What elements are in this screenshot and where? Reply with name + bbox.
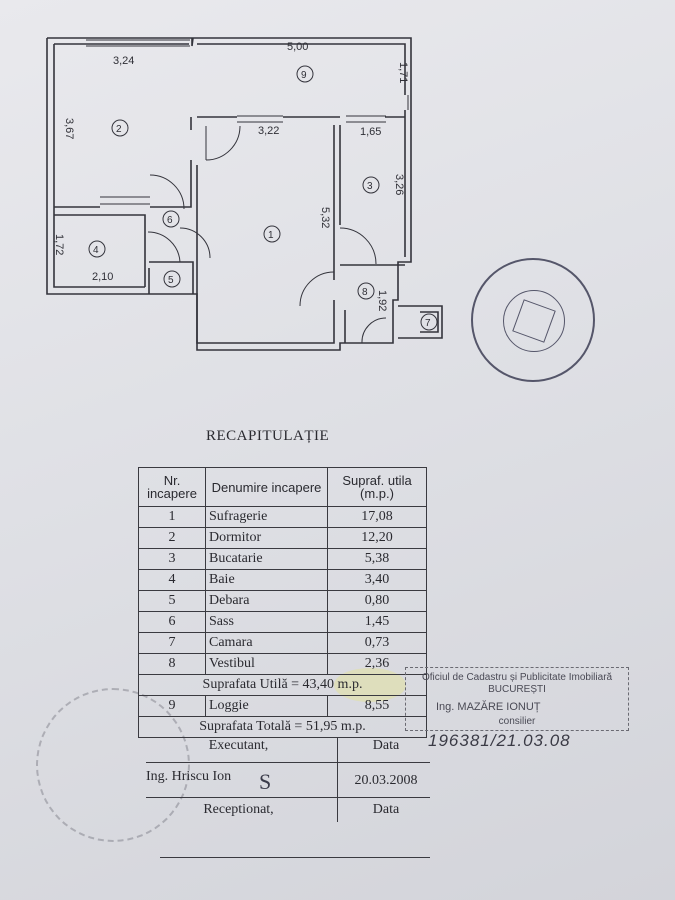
table-row: 8 Vestibul 2,36 <box>138 653 427 675</box>
loggia-nr: 9 <box>138 695 206 717</box>
document-title: RECAPITULAȚIE <box>206 428 330 444</box>
dim-room1-width: 3,22 <box>258 125 279 137</box>
dim-room4-width: 2,10 <box>92 271 113 283</box>
dim-room3-width: 1,65 <box>360 126 381 138</box>
useful-total: Suprafata Utilă = 43,40 m.p. <box>138 674 427 696</box>
row-area: 3,40 <box>327 569 427 591</box>
plan-outline <box>46 37 412 351</box>
recap-table: Nr. incapere Denumire incapere Supraf. u… <box>138 467 427 738</box>
room-number-9: 9 <box>301 70 307 81</box>
dim-room8-height: 1,92 <box>376 290 388 311</box>
row-name: Bucatarie <box>205 548 328 570</box>
table-row: 6 Sass 1,45 <box>138 611 427 633</box>
registration-number: 196381/21.03.08 <box>428 731 571 750</box>
header-nr: Nr. incapere <box>138 467 206 507</box>
dim-room2-width: 3,24 <box>113 55 134 67</box>
executant-label: Executant, <box>208 738 269 753</box>
stamp-role: consilier <box>498 716 536 727</box>
row-nr: 7 <box>138 632 206 654</box>
row-name: Camara <box>205 632 328 654</box>
room-number-7: 7 <box>425 318 431 329</box>
row-name: Vestibul <box>205 653 328 675</box>
room-number-5: 5 <box>168 275 174 286</box>
header-area: Supraf. utila (m.p.) <box>327 467 427 507</box>
row-area: 12,20 <box>327 527 427 549</box>
table-header-row: Nr. incapere Denumire incapere Supraf. u… <box>138 467 427 507</box>
useful-total-row: Suprafata Utilă = 43,40 m.p. <box>138 674 427 696</box>
floor-plan: 3,24 3,67 5,00 1,71 3,22 1,65 3,26 5,32 … <box>46 37 443 351</box>
receptionat-label: Receptionat, <box>203 802 274 817</box>
dim-room9-width: 5,00 <box>287 41 308 53</box>
room-number-2: 2 <box>116 124 122 135</box>
executant-row: Ing. Hriscu Ion 20.03.2008 <box>146 763 430 798</box>
table-row: 5 Debara 0,80 <box>138 590 427 612</box>
cadastre-stamp: Oficiul de Cadastru și Publicitate Imobi… <box>405 667 629 731</box>
room-number-6: 6 <box>167 215 173 226</box>
row-nr: 8 <box>138 653 206 675</box>
executant-header-row: Executant, Data <box>146 738 430 763</box>
row-area: 0,73 <box>327 632 427 654</box>
receptionat-row: Receptionat, Data <box>146 802 430 828</box>
dim-room9-height: 1,71 <box>397 62 409 83</box>
signature-divider <box>337 738 338 822</box>
executant-date: 20.03.2008 <box>354 773 418 788</box>
row-area: 5,38 <box>327 548 427 570</box>
header-name: Denumire incapere <box>205 467 328 507</box>
dim-room2-height: 3,67 <box>63 118 75 139</box>
date-label: Data <box>372 738 400 753</box>
loggia-name: Loggie <box>205 695 328 717</box>
dim-room3-height: 3,26 <box>393 174 405 195</box>
row-nr: 4 <box>138 569 206 591</box>
round-stamp-inner-ring <box>503 290 565 352</box>
room-number-3: 3 <box>367 181 373 192</box>
faint-stamp-seal <box>36 688 190 842</box>
row-nr: 1 <box>138 506 206 528</box>
room-number-1: 1 <box>268 230 274 241</box>
handwritten-signature: S <box>259 769 272 794</box>
dim-room1-height: 5,32 <box>319 207 331 228</box>
row-name: Baie <box>205 569 328 591</box>
room-number-8: 8 <box>362 287 368 298</box>
stamp-city: BUCUREȘTI <box>488 684 546 695</box>
round-stamp-seal <box>471 258 595 382</box>
row-nr: 2 <box>138 527 206 549</box>
row-name: Sass <box>205 611 328 633</box>
row-area: 1,45 <box>327 611 427 633</box>
grand-total: Suprafata Totală = 51,95 m.p. <box>138 716 427 738</box>
table-row: 7 Camara 0,73 <box>138 632 427 654</box>
dim-room4-height: 1,72 <box>53 234 65 255</box>
receptionat-date-label: Data <box>372 802 400 817</box>
row-area: 0,80 <box>327 590 427 612</box>
table-row: 1 Sufragerie 17,08 <box>138 506 427 528</box>
room-number-4: 4 <box>93 245 99 256</box>
bottom-rule <box>160 857 430 858</box>
row-nr: 6 <box>138 611 206 633</box>
executant-name: Ing. Hriscu Ion <box>146 769 232 784</box>
stamp-office: Oficiul de Cadastru și Publicitate Imobi… <box>422 672 613 683</box>
table-row: 3 Bucatarie 5,38 <box>138 548 427 570</box>
row-area: 2,36 <box>327 653 427 675</box>
row-nr: 5 <box>138 590 206 612</box>
row-name: Sufragerie <box>205 506 328 528</box>
grand-total-row: Suprafata Totală = 51,95 m.p. <box>138 716 427 738</box>
loggia-area: 8,55 <box>327 695 427 717</box>
table-row: 2 Dormitor 12,20 <box>138 527 427 549</box>
row-name: Debara <box>205 590 328 612</box>
stamp-inspector: Ing. MAZĂRE IONUȚ <box>436 701 541 713</box>
table-row: 4 Baie 3,40 <box>138 569 427 591</box>
loggia-row: 9 Loggie 8,55 <box>138 695 427 717</box>
signature-block: Executant, Data Ing. Hriscu Ion 20.03.20… <box>146 738 430 828</box>
row-name: Dormitor <box>205 527 328 549</box>
row-area: 17,08 <box>327 506 427 528</box>
row-nr: 3 <box>138 548 206 570</box>
